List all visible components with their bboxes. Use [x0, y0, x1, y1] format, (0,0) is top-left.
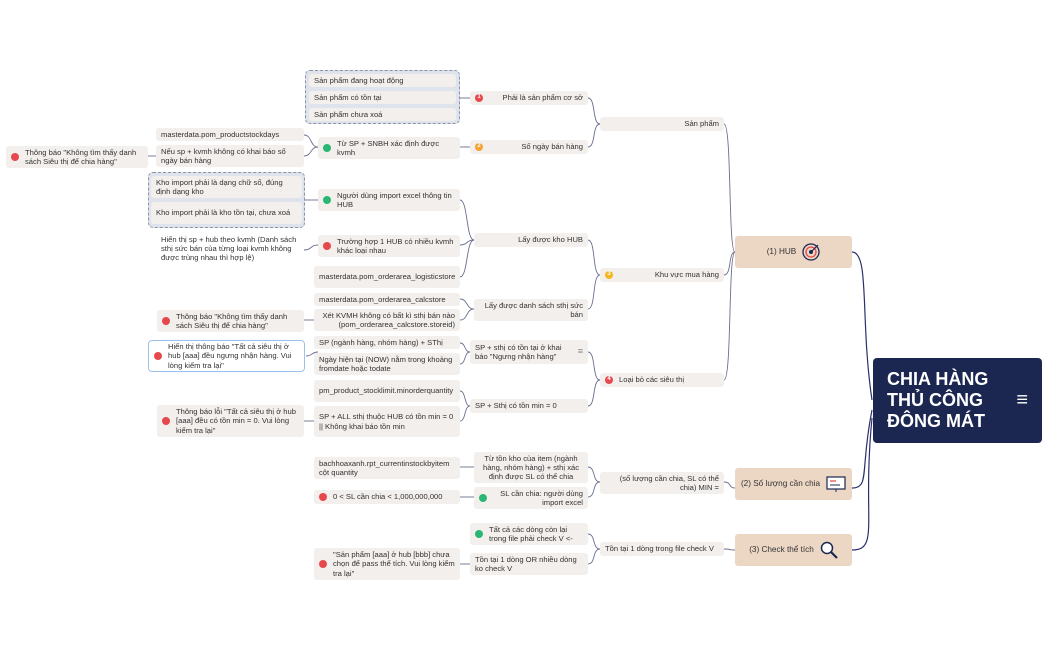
status-green-icon	[479, 494, 487, 502]
node-sp-sthi-ton-min[interactable]: SP + Sthị có tồn min = 0	[470, 399, 588, 413]
link-hub-khuvuc	[723, 251, 736, 276]
node-tb-loi-ton-min[interactable]: Thông báo lỗi "Tất cả siêu thị ở hub [aa…	[157, 405, 304, 437]
node-lay-kho-hub[interactable]: Lấy được kho HUB	[474, 233, 588, 247]
topic-quantity-label: (2) Số lượng cần chia	[740, 479, 821, 489]
magnifier-icon	[820, 541, 838, 559]
node-tb-khong-tim-1[interactable]: Thông báo "Không tìm thấy danh sách Siêu…	[6, 146, 148, 168]
status-red-icon	[319, 560, 327, 568]
status-red-icon	[11, 153, 19, 161]
topic-hub[interactable]: (1) HUB	[735, 236, 852, 268]
node-ngay-hien-tai[interactable]: Ngày hiện tại (NOW) nằm trong khoảng fro…	[314, 353, 460, 375]
status-stop-icon	[319, 493, 327, 501]
node-sp-sthi-ton-tai[interactable]: SP + sthị có tồn tại ở khai báo "Ngưng n…	[470, 340, 588, 364]
link-root-check	[851, 417, 873, 551]
priority-1-icon: 1	[475, 94, 483, 102]
node-phai-la-sp[interactable]: 1 Phải là sản phẩm cơ sở	[470, 91, 588, 105]
node-tat-ca-cac-dong[interactable]: Tất cả các dòng còn lại trong file phải …	[470, 523, 588, 545]
node-tb-khong-tim-2[interactable]: Thông báo "Không tìm thấy danh sách Siêu…	[157, 310, 304, 332]
node-sl-range[interactable]: 0 < SL cần chia < 1,000,000,000	[314, 490, 460, 504]
node-sp-chua-xoa[interactable]: Sản phẩm chưa xoá	[309, 108, 456, 121]
node-pom-calcstore[interactable]: masterdata.pom_orderarea_calcstore	[314, 293, 460, 306]
topic-hub-label: (1) HUB	[766, 247, 797, 257]
list-icon: ≡	[1016, 389, 1028, 411]
node-san-pham[interactable]: Sản phẩm	[600, 117, 724, 131]
status-green-icon	[323, 144, 331, 152]
node-sp-all-sthi[interactable]: SP + ALL sthị thuộc HUB có tồn min = 0 |…	[314, 406, 460, 437]
node-san-pham-chua-chon[interactable]: "Sản phẩm [aaa] ở hub [bbb] chưa chọn để…	[314, 548, 460, 580]
node-truong-hop-1hub[interactable]: Trường hợp 1 HUB có nhiều kvmh khác loại…	[318, 235, 460, 257]
node-pom-logistics[interactable]: masterdata.pom_orderarea_logisticstore	[314, 266, 460, 288]
node-ton-tai-1-dong[interactable]: Tồn tại 1 dòng trong file check V	[600, 542, 724, 556]
node-nguoi-dung-import[interactable]: Người dùng import excel thông tin HUB	[318, 189, 460, 211]
node-hien-thi-tb-ngung[interactable]: Hiển thị thông báo "Tất cả siêu thị ở hu…	[148, 340, 305, 372]
board-icon	[826, 476, 846, 492]
topic-check-label: (3) Check thể tích	[749, 545, 814, 555]
target-icon	[802, 243, 820, 261]
status-green-icon	[475, 530, 483, 538]
topic-check[interactable]: (3) Check thể tích	[735, 534, 852, 566]
status-red-icon	[162, 317, 170, 325]
status-red-icon	[154, 352, 162, 360]
node-hien-thi-sp-hub[interactable]: Hiển thị sp + hub theo kvmh (Danh sách s…	[161, 234, 297, 263]
node-so-ngay-ban[interactable]: 2 Số ngày bán hàng	[470, 140, 588, 154]
topic-quantity[interactable]: (2) Số lượng cần chia	[735, 468, 852, 500]
link-root-quantity	[851, 409, 873, 489]
node-khu-vuc[interactable]: 3 Khu vực mua hàng	[600, 268, 724, 282]
node-sl-nguoi-dung[interactable]: SL cần chia: người dùng import excel	[474, 487, 588, 509]
node-ton-tai-or[interactable]: Tồn tại 1 dòng OR nhiều dòng ko check V	[470, 553, 588, 575]
status-red-icon	[162, 417, 170, 425]
node-tu-sp-snbh[interactable]: Từ SP + SNBH xác định được kvmh	[318, 137, 460, 159]
status-green-icon	[323, 196, 331, 204]
node-kho-import-ton-tai[interactable]: Kho import phải là kho tồn tại, chưa xoá	[151, 202, 302, 224]
node-sp-ton-tai[interactable]: Sản phẩm có tồn tại	[309, 91, 456, 104]
node-kho-import-chu-so[interactable]: Kho import phải là dạng chữ số, đúng địn…	[151, 176, 302, 198]
link-root-hub	[851, 251, 873, 401]
link-hub-loaibo	[723, 251, 736, 381]
node-tu-ton-kho[interactable]: Từ tồn kho của item (ngành hàng, nhóm hà…	[474, 452, 588, 483]
priority-3-icon: 3	[605, 271, 613, 279]
node-sp-hoat-dong[interactable]: Sản phẩm đang hoạt động	[309, 74, 456, 87]
node-neu-sp-kvmh[interactable]: Nếu sp + kvmh không có khai báo số ngày …	[156, 145, 304, 167]
node-lay-ds-sthi[interactable]: Lấy được danh sách sthị sức bán	[474, 299, 588, 321]
node-loai-bo[interactable]: 4 Loại bỏ các siêu thị	[600, 373, 724, 387]
node-pom-minorder[interactable]: pm_product_stocklimit.minorderquantity	[314, 380, 460, 402]
notes-icon: ≡	[577, 346, 583, 357]
node-pom-stockdays[interactable]: masterdata.pom_productstockdays	[156, 128, 304, 141]
priority-4-icon: 4	[605, 376, 613, 384]
node-sl-can-chia-min[interactable]: (số lượng cần chia, SL có thể chia) MIN …	[600, 472, 724, 494]
root-node[interactable]: CHIA HÀNG THỦ CÔNG ĐÔNG MÁT ≡	[873, 358, 1042, 443]
node-xet-kvmh[interactable]: Xét KVMH không có bất kì sthị bán nào (p…	[314, 309, 460, 331]
node-sp-nganh-hang[interactable]: SP (ngành hàng, nhóm hàng) + SThị	[314, 336, 460, 349]
root-title: CHIA HÀNG THỦ CÔNG ĐÔNG MÁT	[887, 369, 989, 431]
node-bhx-current[interactable]: bachhoaxanh.rpt_currentinstockbyitem cột…	[314, 457, 460, 479]
link-hub-sanpham	[723, 123, 736, 253]
status-stop-icon	[323, 242, 331, 250]
priority-2-icon: 2	[475, 143, 483, 151]
